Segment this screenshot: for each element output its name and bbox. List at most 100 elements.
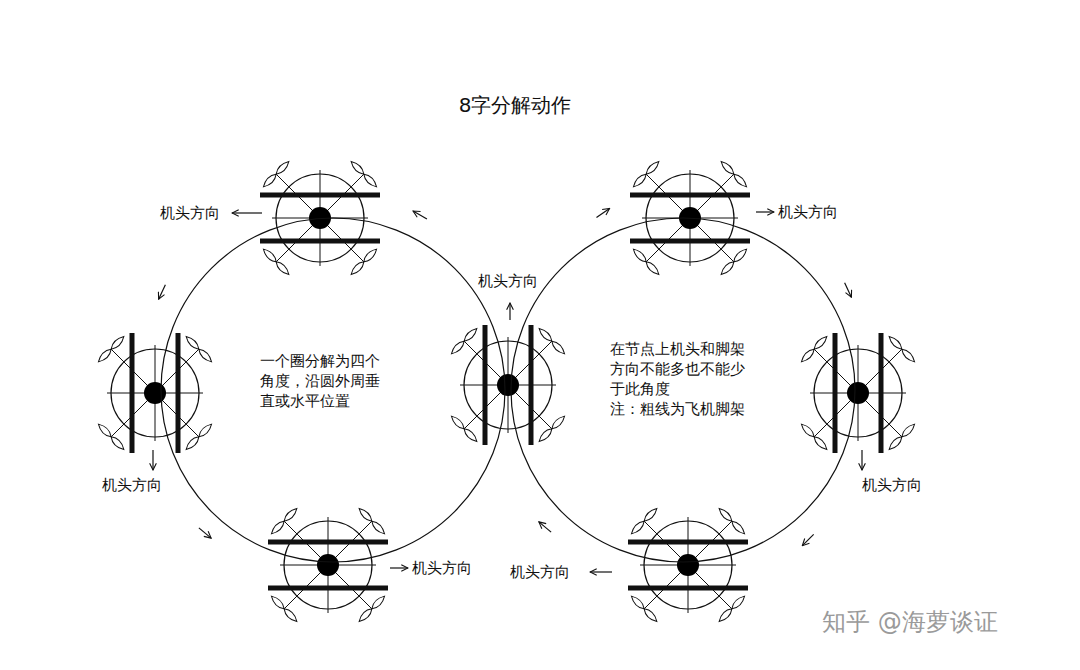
propeller-blade [550, 339, 567, 356]
propeller-blade [537, 427, 554, 444]
propeller-blade [370, 594, 387, 611]
propeller-blade [449, 414, 466, 431]
flight-direction-arrow [596, 208, 609, 217]
propeller-blade [357, 506, 374, 523]
propeller-blade [730, 594, 747, 611]
propeller-blade [550, 414, 567, 431]
loop-circle: 在节点上机头和脚架方向不能多也不能少于此角度注：粗线为飞机脚架 [510, 217, 856, 563]
propeller-blade [349, 159, 366, 176]
propeller-blade [96, 422, 113, 439]
propeller-blade [799, 422, 816, 439]
landing-gear [268, 540, 388, 545]
propeller-blade [261, 247, 278, 264]
propeller-blade [261, 172, 278, 189]
heading-arrow [152, 450, 153, 470]
heading-label: 机头方向 [478, 272, 538, 291]
landing-gear [628, 586, 748, 591]
propeller-blade [282, 506, 299, 523]
propeller-blade [799, 347, 816, 364]
propeller-blade [644, 159, 661, 176]
drone-body [847, 382, 869, 404]
note-text: 注：粗线为飞机脚架 [610, 399, 753, 419]
diagram-title: 8字分解动作 [0, 92, 1030, 119]
heading-label: 机头方向 [102, 476, 162, 495]
drone-body [317, 554, 339, 576]
propeller-blade [812, 334, 829, 351]
propeller-blade [812, 435, 829, 452]
landing-gear [630, 239, 750, 244]
heading-label: 机头方向 [778, 203, 838, 222]
heading-arrow [390, 567, 408, 568]
heading-arrow [232, 212, 262, 213]
propeller-blade [269, 594, 286, 611]
landing-gear [260, 239, 380, 244]
propeller-blade [274, 159, 291, 176]
propeller-blade [732, 172, 749, 189]
propeller-blade [462, 427, 479, 444]
flight-direction-arrow [159, 285, 166, 300]
drone-arm [464, 341, 552, 429]
propeller-blade [184, 435, 201, 452]
propeller-blade [462, 326, 479, 343]
landing-gear [176, 333, 181, 453]
propeller-blade [887, 435, 904, 452]
heading-label: 机头方向 [510, 563, 570, 582]
landing-gear [628, 540, 748, 545]
propeller-blade [96, 347, 113, 364]
heading-label: 机头方向 [862, 476, 922, 495]
drone-body [144, 382, 166, 404]
drone-arm [644, 521, 732, 609]
propeller-blade [644, 260, 661, 277]
drone-arm [464, 341, 552, 429]
drone-icon [628, 506, 748, 623]
drone-arm [111, 349, 199, 437]
circle-path [511, 218, 855, 562]
flight-direction-arrow [845, 283, 852, 298]
propeller-blade [537, 326, 554, 343]
propeller-blade [900, 347, 917, 364]
circle-text-area: 一个圈分解为四个角度，沿圆外周垂直或水平位置 [260, 351, 388, 411]
landing-gear [130, 333, 135, 453]
circle-outline [510, 217, 856, 563]
propeller-blade [717, 506, 734, 523]
drone-arm [814, 349, 902, 437]
propeller-blade [629, 519, 646, 536]
landing-gear [630, 193, 750, 198]
heading-arrow [861, 450, 862, 470]
drone-arm [814, 349, 902, 437]
propeller-blade [629, 594, 646, 611]
drone-arm [284, 521, 372, 609]
landing-gear [260, 193, 380, 198]
watermark: 知乎 @海萝谈证 [822, 608, 998, 636]
propeller-blade [184, 334, 201, 351]
loop-circle: 一个圈分解为四个角度，沿圆外周垂直或水平位置 [160, 217, 506, 563]
heading-arrow [590, 571, 612, 572]
drone-icon [799, 333, 916, 453]
heading-arrow [756, 211, 774, 212]
propeller-blade [719, 159, 736, 176]
propeller-blade [732, 247, 749, 264]
propeller-blade [370, 519, 387, 536]
drone-arm [284, 521, 372, 609]
propeller-blade [109, 334, 126, 351]
propeller-blade [631, 247, 648, 264]
circle-path [161, 218, 505, 562]
drone-body [677, 554, 699, 576]
propeller-blade [197, 422, 214, 439]
landing-gear [483, 325, 488, 445]
landing-gear [833, 333, 838, 453]
propeller-blade [282, 607, 299, 624]
drone-arm [111, 349, 199, 437]
propeller-blade [730, 519, 747, 536]
heading-label: 机头方向 [160, 204, 220, 223]
propeller-blade [349, 260, 366, 277]
landing-gear [268, 586, 388, 591]
propeller-blade [449, 339, 466, 356]
note-text: 在节点上机头和脚架方向不能多也不能少于此角度 [610, 339, 753, 399]
propeller-blade [197, 347, 214, 364]
propeller-blade [357, 607, 374, 624]
flight-direction-arrow [199, 528, 211, 538]
propeller-blade [719, 260, 736, 277]
circle-text-area: 在节点上机头和脚架方向不能多也不能少于此角度注：粗线为飞机脚架 [610, 339, 753, 419]
